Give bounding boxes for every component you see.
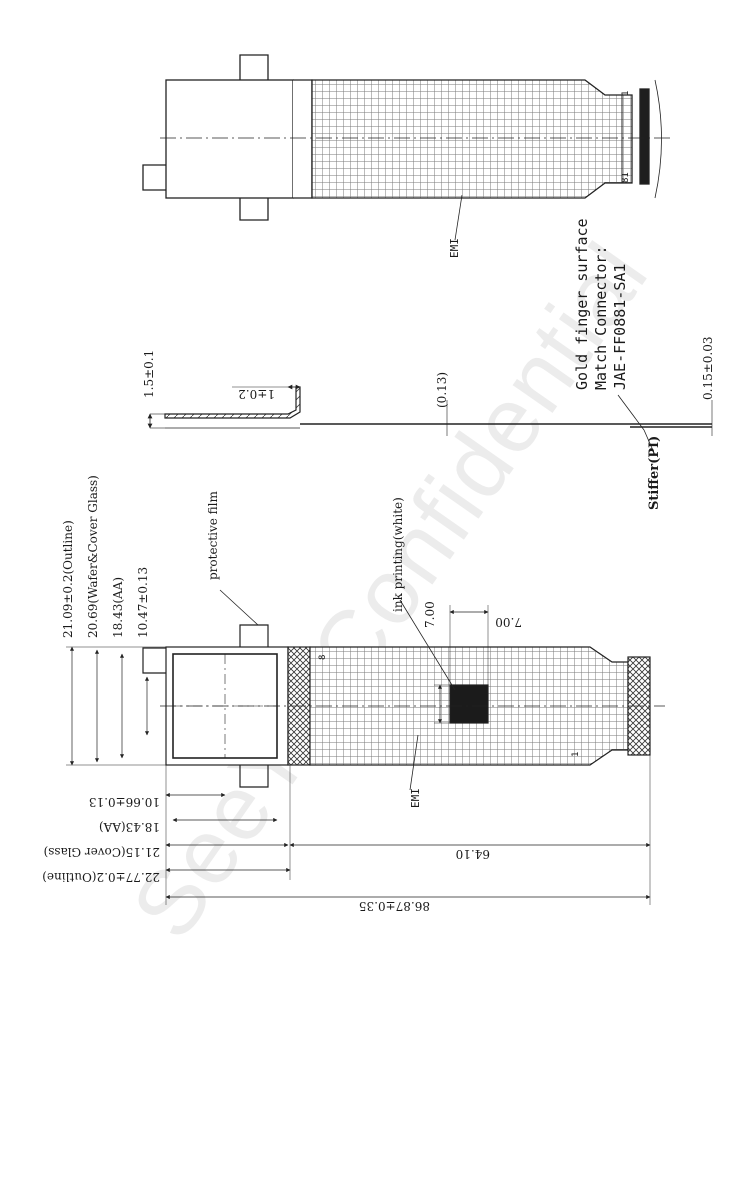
back-view-pin-81: 81	[621, 172, 631, 183]
back-view-pin-1: 1	[621, 91, 631, 96]
protective-film-label: protective film	[206, 491, 220, 580]
front-view-side-tab	[142, 647, 166, 674]
dim-aa-length: 18.43(AA)	[99, 820, 160, 834]
gold-finger-line-3: JAE-FF0881-SA1	[611, 264, 629, 390]
gold-finger-callout: Gold finger surface Match Connector: JAE…	[573, 218, 645, 431]
dim-aa-width: 18.43(AA)	[111, 577, 125, 638]
back-view-panel-body	[165, 79, 294, 199]
side-view-stiffener-thickness: 0.15±0.03	[701, 337, 715, 401]
ink-square-dim-vertical: 7.00	[423, 601, 437, 628]
back-view-emi-label: EMI	[448, 238, 461, 258]
back-view-panel-edge	[293, 79, 313, 199]
gold-finger-line-1: Gold finger surface	[573, 218, 591, 390]
gold-finger-line-2: Match Connector:	[592, 246, 610, 391]
back-view-connector-arc	[654, 79, 662, 199]
back-view-connector	[639, 88, 650, 185]
side-view-thickness: 1.5±0.1	[142, 350, 156, 398]
front-view-bottom-tab	[239, 765, 269, 788]
back-view	[142, 54, 672, 241]
back-view-emi-leader	[454, 194, 463, 241]
dim-fpc-length: 64.10	[456, 847, 490, 861]
back-view-top-tab	[239, 54, 269, 80]
side-view-fpc-thickness: (0.13)	[435, 372, 449, 408]
side-view-panel-stack	[164, 386, 301, 419]
front-view-top-tab	[239, 624, 269, 647]
back-view-side-tab	[142, 164, 166, 191]
dim-wafer-cover-width: 20.69(Wafer&Cover Glass)	[86, 475, 100, 638]
side-view-bend: 1±0.2	[238, 387, 275, 401]
dim-outline-length: 22.77±0.2(Outline)	[42, 870, 160, 884]
dim-total-length: 86.87±0.35	[359, 899, 430, 913]
back-view-bottom-tab	[239, 198, 269, 221]
dim-outline-width: 21.09±0.2(Outline)	[61, 520, 75, 638]
front-view-emi-label: EMI	[409, 788, 422, 808]
front-view-ink-printing	[449, 684, 489, 724]
ink-printing-label: ink printing(white)	[391, 497, 405, 612]
dim-cover-glass-length: 21.15(Cover Glass)	[44, 845, 160, 859]
side-view-stiffener-label: Stiffer(PI)	[647, 436, 662, 510]
dim-inner-width: 10.47±0.13	[136, 567, 150, 638]
front-view-pin-last: 1	[571, 752, 581, 757]
back-view-fpc-emi	[311, 79, 633, 199]
front-view-pin-first: 8	[318, 655, 328, 660]
dim-inner-length: 10.66±0.13	[89, 795, 160, 809]
side-view	[147, 384, 713, 456]
front-view	[66, 589, 665, 905]
ink-square-dim-horizontal: 7.00	[495, 615, 522, 629]
